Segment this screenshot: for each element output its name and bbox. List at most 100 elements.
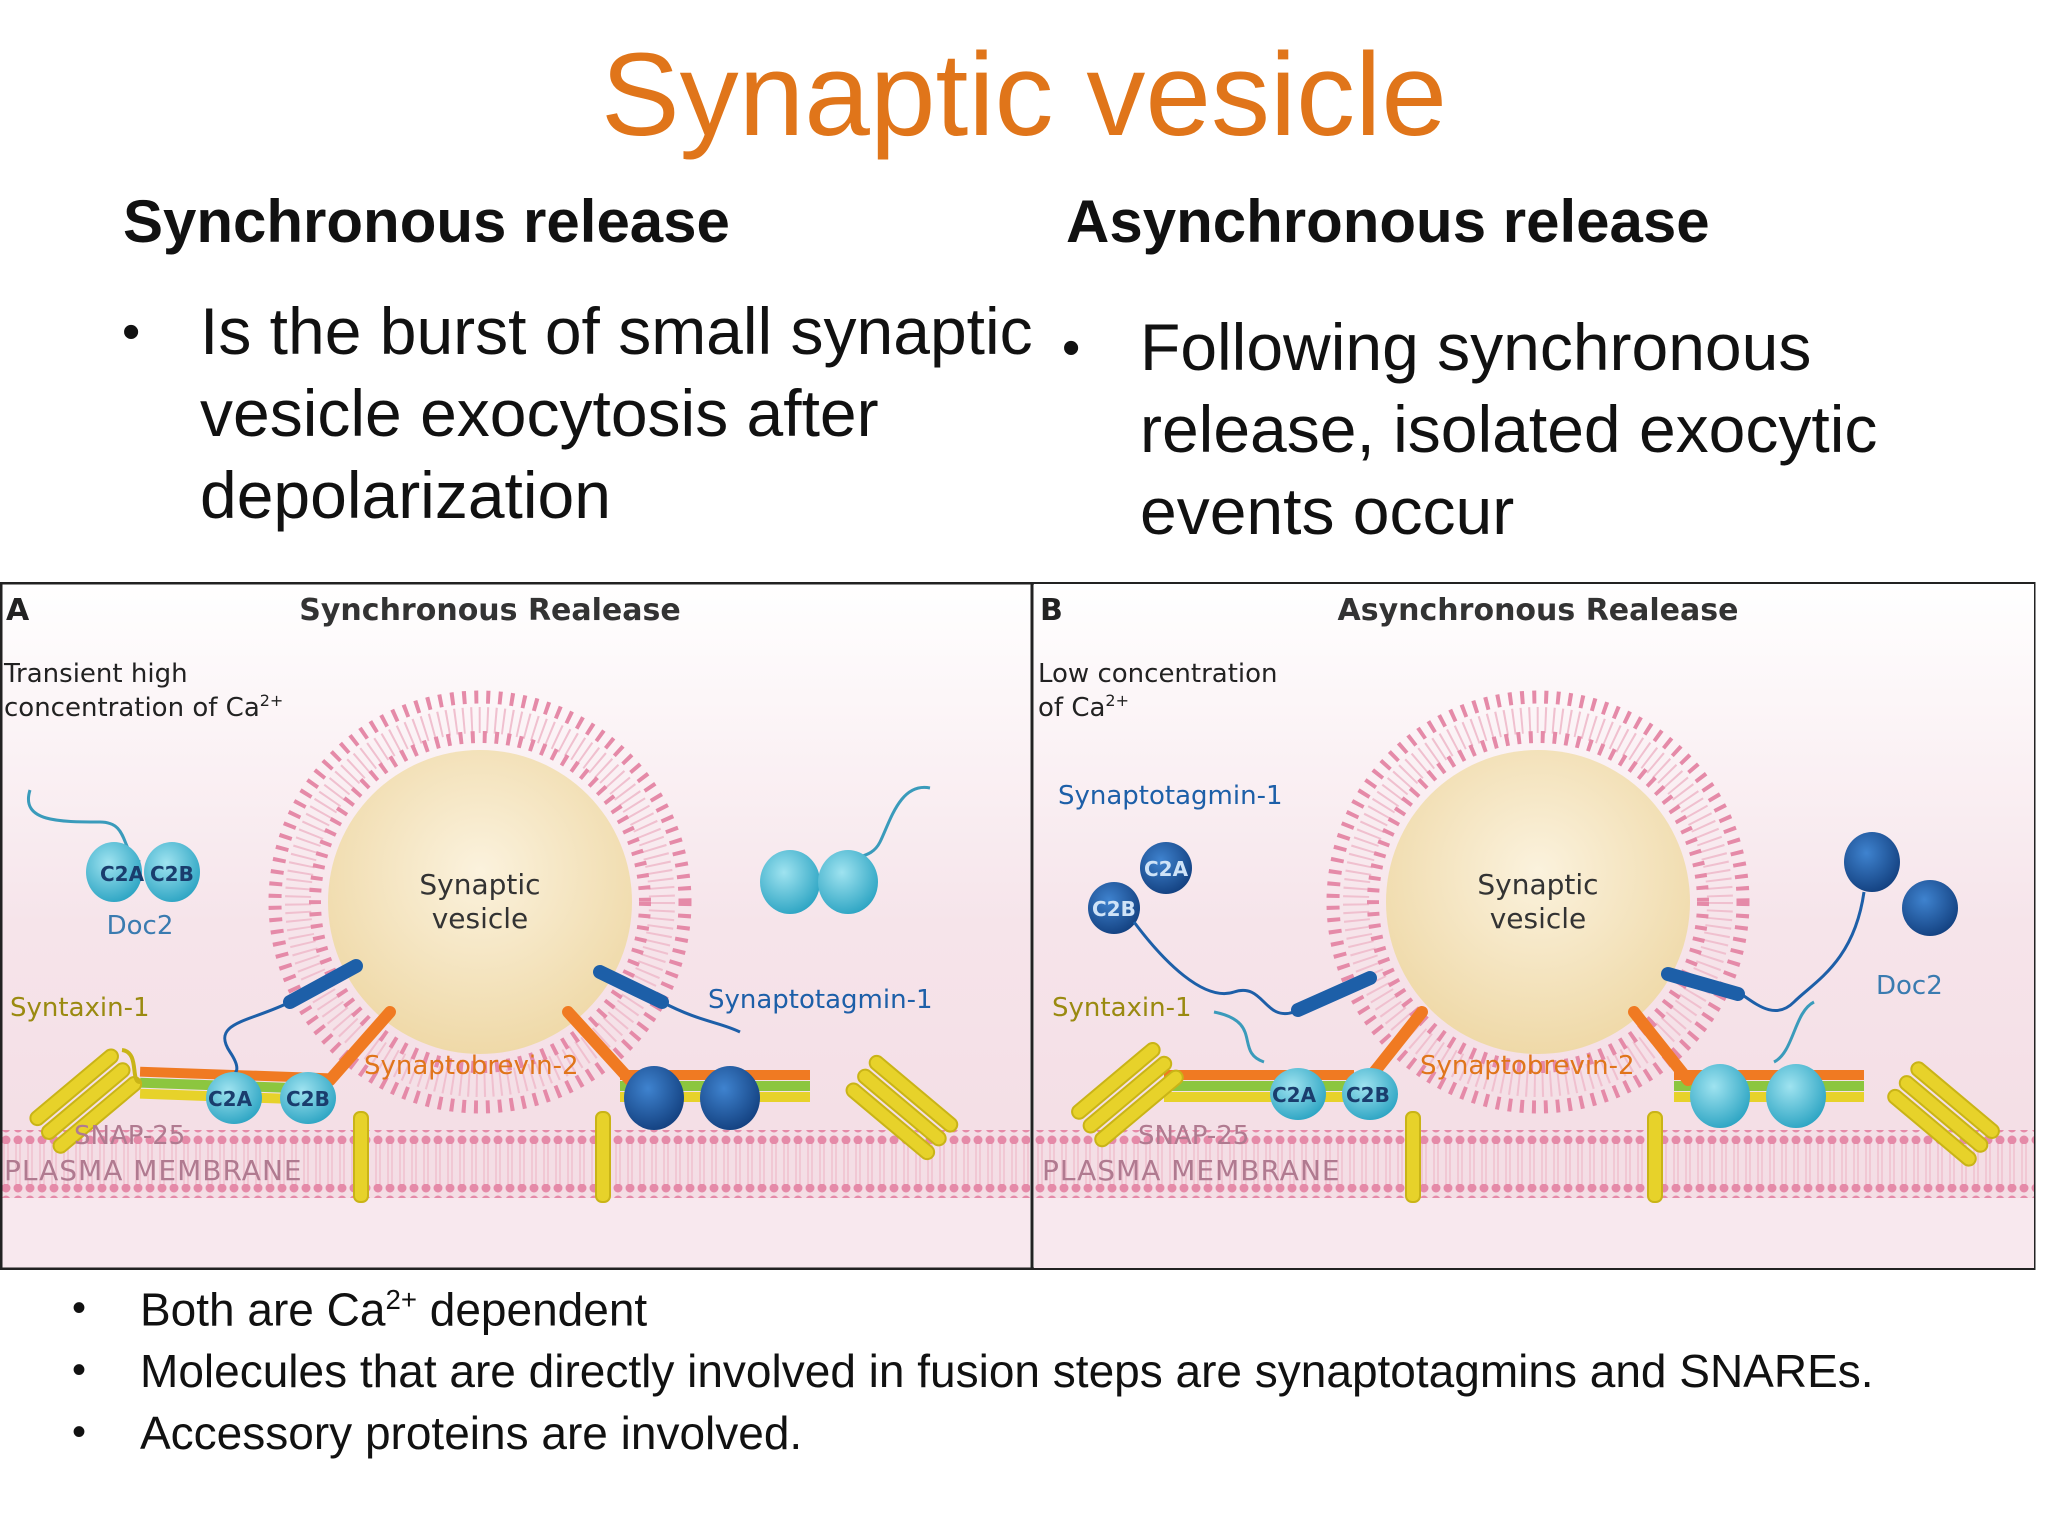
synaptotagmin-label: Synaptotagmin-1 <box>708 985 933 1015</box>
syntaxin-label: Syntaxin-1 <box>1052 993 1192 1023</box>
synaptotagmin-tm-right <box>1661 967 1745 1001</box>
membrane-outer-leaflet <box>1034 1130 2034 1144</box>
syntaxin-tm <box>353 1111 369 1203</box>
snare-helix-orange <box>1164 1070 1354 1080</box>
syntaxin-habc-right <box>845 1054 959 1161</box>
synaptotagmin-tm <box>283 959 363 1009</box>
snap25-label: SNAP-25 <box>1138 1121 1249 1151</box>
asynchronous-line-1: Following synchronous <box>1140 310 1812 384</box>
synaptotagmin-tm <box>1291 971 1377 1017</box>
panel-a: A Synchronous Realease Transient high co… <box>0 584 1030 1268</box>
vesicle-inner-leaflet <box>1367 731 1709 1073</box>
vesicle-tails <box>285 707 675 1097</box>
synaptotagmin-c2a-label: C2A <box>208 1087 253 1111</box>
vesicle-outer-leaflet <box>268 690 692 1114</box>
plasma-membrane-label: PLASMA MEMBRANE <box>1042 1154 1341 1187</box>
synaptic-vesicle-lumen <box>1386 750 1690 1054</box>
membrane-outer-leaflet <box>0 1130 1030 1144</box>
synaptotagmin-c2a-label: C2A <box>1144 857 1189 881</box>
panel-a-letter: A <box>6 593 30 628</box>
doc2-c2b-domain <box>144 842 200 902</box>
synaptobrevin-rod <box>1362 1006 1428 1086</box>
membrane-inner-leaflet <box>1034 1184 2034 1198</box>
doc2-c2a-domain <box>86 842 142 902</box>
doc2-linker <box>1213 1010 1265 1064</box>
synaptotagmin-c2a-domain <box>206 1072 262 1124</box>
synaptotagmin-c2b-label: C2B <box>286 1087 330 1111</box>
panel-b-title: Asynchronous Realease <box>1338 593 1739 628</box>
asynchronous-description: Following synchronous release, isolated … <box>1140 306 1877 552</box>
doc2-c2b-label: C2B <box>1346 1083 1390 1107</box>
synaptotagmin-dark-domain-1 <box>624 1066 684 1130</box>
bullet-marker: • <box>1062 319 1081 377</box>
syntaxin-habc-right <box>1887 1061 2000 1167</box>
synaptobrevin-label: Synaptobrevin-2 <box>1420 1051 1635 1081</box>
synaptobrevin-label: Synaptobrevin-2 <box>364 1051 579 1081</box>
synaptotagmin-c2b-domain <box>280 1072 336 1124</box>
syntaxin-tm <box>1405 1111 1421 1203</box>
vesicle-label-line-2: vesicle <box>432 902 529 935</box>
footer-bullet-molecules: Molecules that are directly involved in … <box>140 1345 1874 1397</box>
syntaxin-label: Syntaxin-1 <box>10 993 150 1023</box>
synaptotagmin-dark-domain-2 <box>1902 880 1958 936</box>
doc2-c2a-domain <box>1270 1068 1326 1120</box>
snare-helix-yellow <box>1164 1092 1354 1102</box>
synaptotagmin-dark-domain-1 <box>1844 832 1900 892</box>
bullet-marker: • <box>72 1410 87 1454</box>
membrane-below <box>0 1198 1030 1268</box>
plasma-membrane-label: PLASMA MEMBRANE <box>4 1154 303 1187</box>
panel-b-note-line-2: of Ca2+ <box>1038 691 1129 723</box>
bullet-marker: • <box>72 1348 87 1392</box>
vesicle-tails <box>1343 707 1733 1097</box>
synaptotagmin-linker-right <box>1737 891 1866 1013</box>
doc2-c2b-domain <box>1342 1068 1398 1120</box>
synaptotagmin-linker-right <box>661 1000 741 1034</box>
membrane-below <box>1034 1198 2034 1268</box>
synchronous-line-1: Is the burst of small synaptic <box>200 294 1033 368</box>
asynchronous-heading: Asynchronous release <box>1066 188 1710 255</box>
synaptotagmin-label: Synaptotagmin-1 <box>1058 781 1283 811</box>
membrane-tails <box>0 1144 1030 1184</box>
vesicle-label-line-1: Synaptic <box>1477 868 1598 901</box>
doc2-c2a-label: C2A <box>1272 1083 1317 1107</box>
snare-helix-orange-right <box>1674 1070 1864 1080</box>
doc2-c2b-domain-right <box>818 850 878 914</box>
release-diagram: A Synchronous Realease Transient high co… <box>0 582 2036 1270</box>
syntaxin-habc-left <box>1071 1042 1184 1148</box>
syntaxin-tm-right <box>595 1111 611 1203</box>
panel-b-note-line-1: Low concentration <box>1038 659 1278 689</box>
bullet-marker: • <box>122 303 141 361</box>
synaptotagmin-c2b-label: C2B <box>1092 897 1136 921</box>
panel-b-letter: B <box>1040 593 1063 628</box>
bullet-marker: • <box>72 1286 87 1330</box>
doc2-linker-right <box>1773 1000 1815 1064</box>
synaptotagmin-c2a-domain <box>1140 842 1192 894</box>
syntaxin-tm-right <box>1647 1111 1663 1203</box>
doc2-label: Doc2 <box>107 911 174 941</box>
doc2-c2a-label: C2A <box>100 862 145 886</box>
doc2-c2a-domain-right <box>1690 1064 1750 1128</box>
vesicle-label-line-2: vesicle <box>1490 902 1587 935</box>
panel-a-note-line-2: concentration of Ca2+ <box>4 691 283 723</box>
synchronous-line-2: vesicle exocytosis after <box>200 376 879 450</box>
doc2-c2b-label: C2B <box>150 862 194 886</box>
membrane-inner-leaflet <box>0 1184 1030 1198</box>
asynchronous-line-3: events occur <box>1140 474 1515 548</box>
snare-helix-green <box>1164 1081 1354 1091</box>
vesicle-outer-leaflet <box>1326 690 1750 1114</box>
footer-bullet-accessory: Accessory proteins are involved. <box>140 1407 803 1459</box>
synaptotagmin-tm-right <box>593 965 669 1009</box>
doc2-label: Doc2 <box>1876 971 1943 1001</box>
vesicle-label-line-1: Synaptic <box>419 868 540 901</box>
panel-a-title: Synchronous Realease <box>299 593 680 628</box>
doc2-c2b-domain-right <box>1766 1064 1826 1128</box>
panel-a-note-line-1: Transient high <box>3 659 188 689</box>
synaptotagmin-dark-domain-2 <box>700 1066 760 1130</box>
page-title: Synaptic vesicle <box>600 29 1448 161</box>
synaptotagmin-c2b-domain <box>1088 882 1140 934</box>
syntaxin-linker-left <box>121 1048 141 1084</box>
synchronous-line-3: depolarization <box>200 458 611 532</box>
doc2-c2a-domain-right <box>760 850 820 914</box>
snap25-label: SNAP-25 <box>74 1121 185 1151</box>
footer-bullet-calcium: Both are Ca2+ dependent <box>140 1283 648 1336</box>
